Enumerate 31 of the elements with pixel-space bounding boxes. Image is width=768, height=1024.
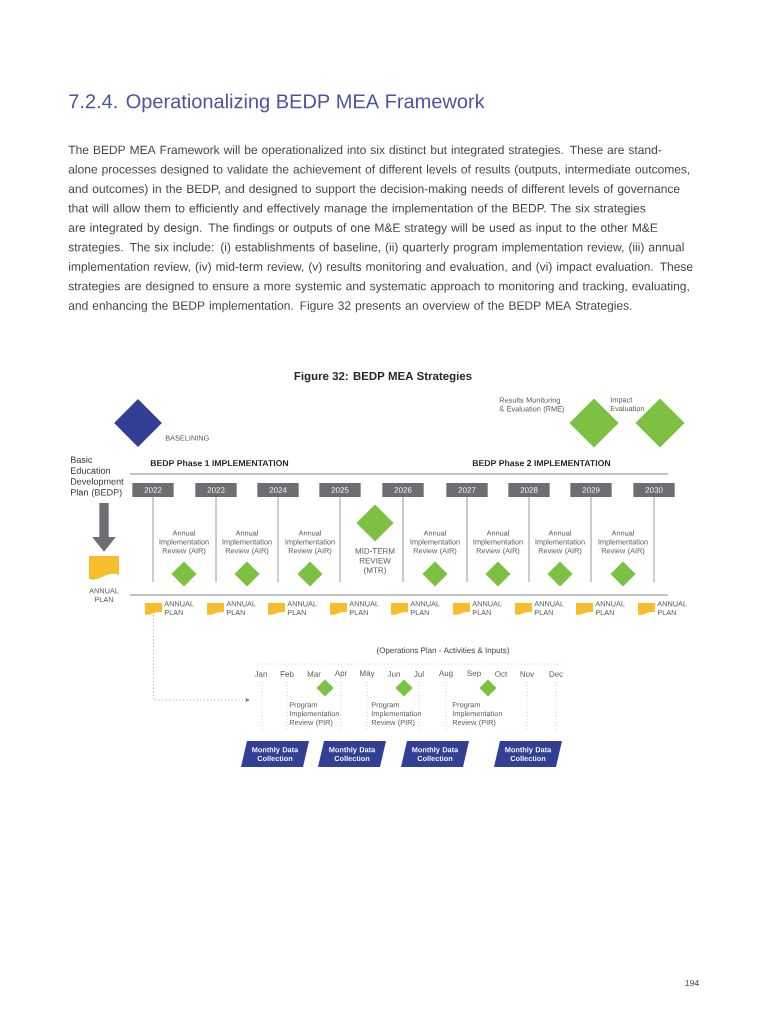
month-label: Jun <box>387 671 400 677</box>
body-paragraph: The BEDP MEA Framework will be operationalized into six distinct but integrated strategies. These are stand-alone processes designed to validate the achievement of different levels of results (outputs, intermediate outcomes, and outcomes) in the BEDP, and designed to support the decision-making needs of different levels of governance that will allow them to efficiently and effectively manage the implementation of the BEDP. The six strategies are integrated by design. The findings or outputs of one M&E strategy will be used as input to the other M&E strategies. The six include: (i) establishments of baseline, (ii) quarterly program implementation review, (iii) annual implementation review, (iv) mid-term review, (v) results monitoring and evaluation, and (vi) impact evaluation. These strategies are designed to ensure a more systemic and systematic approach to monitoring and tracking, evaluating, and enhancing the BEDP implementation. Figure 32 presents an overview of the BEDP MEA Strategies. <box>68 145 693 313</box>
month-label: Apr <box>334 670 348 678</box>
month-label: Mar <box>307 671 321 677</box>
year-box: 2025 <box>319 483 361 497</box>
section-heading: 7.2.4. Operationalizing BEDP MEA Framework <box>69 93 485 113</box>
phase-heading: BEDP Phase 2 IMPLEMENTATION <box>472 459 611 467</box>
year-box: 2026 <box>382 483 424 497</box>
month-label: Feb <box>280 671 294 677</box>
year-box: 2030 <box>633 483 675 497</box>
month-label: Nov <box>520 671 535 677</box>
year-box: 2024 <box>257 483 299 497</box>
month-label: Sep <box>467 670 481 678</box>
year-box: 2028 <box>508 483 550 497</box>
month-label: Oct <box>495 671 508 677</box>
year-box: 2022 <box>132 483 174 497</box>
month-label: Aug <box>438 670 453 678</box>
timeline-heading: (Operations Plan - Activities & Inputs) <box>377 647 509 655</box>
marker-label: MID-TERM REVIEW (MTR) <box>355 548 395 575</box>
month-label: Jul <box>414 671 424 677</box>
year-box: 2029 <box>570 483 612 497</box>
month-label: Dec <box>549 671 563 677</box>
dotted-arrow <box>153 614 250 702</box>
page-number: 194 <box>685 979 699 987</box>
month-label: Jan <box>254 671 267 677</box>
phase-heading: BEDP Phase 1 IMPLEMENTATION <box>150 459 289 467</box>
year-box: 2023 <box>195 483 237 497</box>
year-box: 2027 <box>446 483 488 497</box>
plan-label: Basic Education Development Plan (BEDP) <box>71 456 124 498</box>
month-label: May <box>360 670 375 678</box>
figure-caption: Figure 32: BEDP MEA Strategies <box>294 371 472 383</box>
